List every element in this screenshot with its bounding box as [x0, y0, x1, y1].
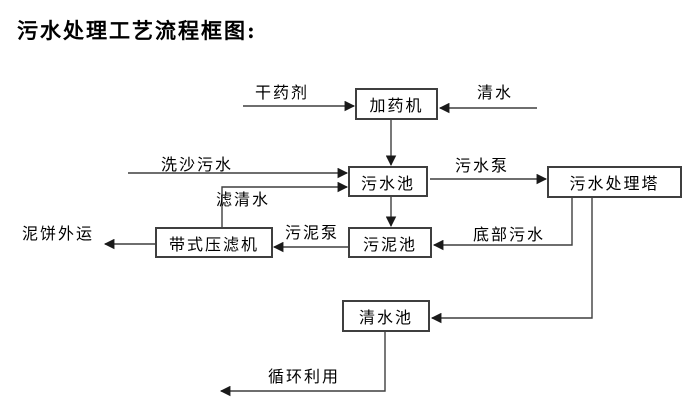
node-belt-filter-press: 带式压滤机	[155, 227, 273, 258]
node-sewage-pool: 污水池	[348, 166, 428, 197]
node-clear-water-pool: 清水池	[342, 300, 430, 332]
flow-label-filtered-water: 滤清水	[215, 190, 270, 209]
flow-label-recycle-use: 循环利用	[267, 367, 340, 386]
page-title: 污水处理工艺流程框图:	[17, 18, 257, 43]
node-sewage-treatment-tower: 污水处理塔	[547, 166, 682, 198]
flow-label-mud-cake-out: 泥饼外运	[21, 224, 94, 243]
flow-label-sand-washing-sewage: 洗沙污水	[160, 155, 233, 174]
flow-label-bottom-sewage: 底部污水	[472, 225, 545, 244]
edge-bottom-sewage-to-sludge-pool	[432, 198, 573, 251]
flow-label-sewage-pump: 污水泵	[454, 156, 509, 175]
node-dosing-machine: 加药机	[355, 88, 438, 120]
edge-clear-water-pool-to-recycle	[219, 332, 386, 397]
flow-label-dry-agent: 干药剂	[254, 83, 309, 102]
node-sludge-pool: 污泥池	[348, 227, 432, 258]
flow-label-sludge-pump: 污泥泵	[284, 223, 339, 242]
edge-filtered-water-to-sewage-pool	[221, 181, 349, 227]
edge-treatment-tower-to-clear-water-pool	[430, 198, 593, 324]
flow-label-clear-water: 清水	[476, 83, 513, 102]
